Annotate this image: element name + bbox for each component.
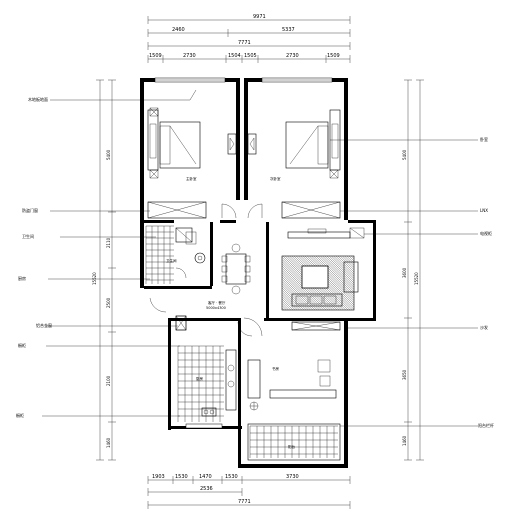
kitchen: 厨房 [149, 297, 237, 429]
entrance [175, 315, 253, 337]
left-label-5: 铝合金窗 [36, 322, 52, 328]
dim-right-1: 5400 [402, 149, 407, 160]
room-label-study: 书房 [272, 366, 280, 371]
bottom-dimensions: 1903 1530 1470 1530 3730 2536 7771 [147, 474, 351, 509]
toilet [175, 227, 193, 243]
study-room: 书房 [243, 317, 341, 411]
dining-table [225, 253, 247, 285]
bathroom: 卫生间 [145, 225, 206, 284]
right-label-2: LNX [480, 208, 488, 213]
study-chair [317, 359, 331, 373]
nightstand [149, 107, 159, 117]
dim-top-row2-a: 2460 [172, 27, 185, 33]
top-windows [154, 77, 333, 83]
left-label-4: 厨房 [18, 275, 26, 281]
room-size-living: 5000x4300 [206, 306, 226, 310]
dim-top-row2-b: 5337 [282, 27, 295, 33]
dim-top-row4-4: 1505 [244, 53, 257, 59]
dim-bottom-row1-2: 1530 [175, 474, 188, 480]
study-desk [269, 389, 337, 399]
sofa-side [343, 261, 359, 293]
right-annotations: 卧室 LNX 电视柜 沙发 阳台栏杆 [330, 136, 494, 428]
room-label-balcony: 阳台 [288, 444, 296, 449]
sink [201, 407, 217, 417]
dim-left-4: 2110 [106, 237, 111, 248]
dim-top-row4-1: 1509 [149, 53, 162, 59]
dim-left-5: 5400 [106, 149, 111, 160]
right-label-3: 电视柜 [480, 230, 492, 236]
right-label-1: 卧室 [480, 136, 488, 142]
wardrobe-master [147, 201, 207, 219]
dim-bottom-row3: 7771 [238, 499, 251, 505]
balcony: 阳台 [247, 423, 341, 461]
dining-area [221, 243, 251, 295]
left-annotations: 木地板地面 防盗门窗 卫生间 厨房 铝合金窗 橱柜 橱柜 [16, 89, 197, 418]
right-label-4: 沙发 [480, 324, 488, 330]
dim-top-row4-3: 1504 [228, 53, 241, 59]
dim-left-total: 15520 [92, 272, 97, 285]
dim-left-3: 2500 [106, 297, 111, 308]
right-dimensions: 5400 3600 3650 1460 15520 [402, 79, 424, 461]
center-fixture [227, 133, 257, 155]
room-label-bath: 卫生间 [166, 258, 177, 263]
dim-top-row4-2: 2730 [183, 53, 196, 59]
dim-right-2: 3600 [402, 267, 407, 278]
dim-bottom-row1-3: 1470 [199, 474, 212, 480]
right-label-5: 阳台栏杆 [478, 422, 494, 428]
left-label-1: 木地板地面 [28, 96, 48, 102]
master-bedroom: 主卧室 [147, 107, 237, 219]
dim-top-row4-5: 2730 [286, 53, 299, 59]
dim-top-row4-6: 1509 [327, 53, 340, 59]
study-shelf [247, 359, 261, 399]
dim-right-4: 1460 [402, 435, 407, 446]
top-dimensions: 9971 2460 5337 7771 1509 2730 1504 1505 … [147, 14, 351, 63]
dim-bottom-row1-1: 1903 [152, 474, 165, 480]
dim-bottom-row1-4: 1530 [225, 474, 238, 480]
coffee-table [301, 265, 329, 289]
study-cabinet [291, 321, 341, 331]
sofa-main [291, 293, 343, 307]
dim-top-overall: 9971 [253, 14, 266, 20]
washbasin [194, 252, 206, 264]
dim-top-row3: 7771 [238, 40, 251, 46]
room-label-living: 客厅 · 餐厅 [208, 300, 226, 305]
dim-right-total: 15520 [414, 272, 419, 285]
left-label-6: 橱柜 [18, 342, 26, 348]
room-label-kitchen: 厨房 [196, 376, 203, 381]
living-room: 客厅 · 餐厅 5000x4300 [206, 227, 365, 311]
counter-right [225, 349, 237, 411]
left-label-7: 橱柜 [16, 412, 24, 418]
dim-left-1: 1460 [106, 437, 111, 448]
wardrobe-bed2 [281, 201, 341, 219]
dim-bottom-row1-5: 3730 [286, 474, 299, 480]
room-label-bed2: 次卧室 [270, 176, 281, 181]
dim-left-2: 2100 [106, 375, 111, 386]
second-bedroom: 次卧室 [247, 109, 341, 219]
dim-right-3: 3650 [402, 369, 407, 380]
room-label-master: 主卧室 [186, 176, 197, 181]
dim-bottom-row2: 2536 [200, 486, 213, 492]
left-label-2: 防盗门窗 [22, 207, 38, 213]
left-dimensions: 15520 5400 2110 2500 2100 1460 [92, 79, 116, 461]
wardrobe-left [147, 109, 159, 171]
left-label-3: 卫生间 [22, 233, 34, 239]
